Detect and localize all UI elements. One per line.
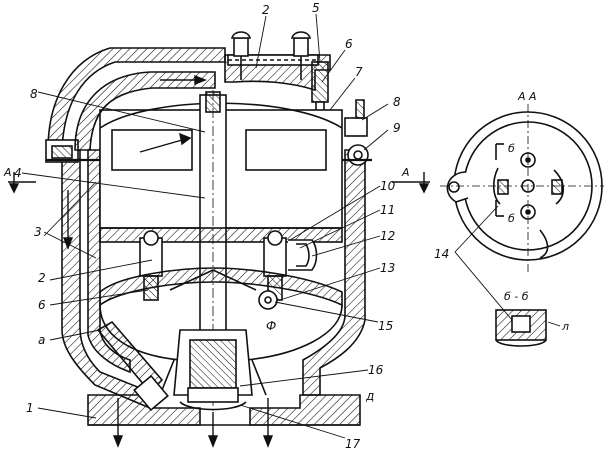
diagonal-duct (96, 320, 164, 394)
section-mark-b-lower: б (508, 212, 515, 225)
top-bolt-right (290, 31, 312, 80)
callout-13: 13 (380, 261, 395, 275)
callout-8-right: 8 (393, 95, 401, 109)
base-flange-right (249, 394, 361, 426)
callout-4: 4 (14, 166, 22, 180)
top-bolt-left (230, 31, 252, 80)
callout-12: 12 (380, 229, 395, 243)
flow-arrows (62, 74, 274, 448)
section-mark-l: л (561, 320, 569, 333)
callout-8-left: 8 (30, 87, 38, 101)
section-cut-markers (8, 172, 430, 194)
main-section-view (45, 31, 372, 448)
section-mark-A-right: A (401, 166, 410, 179)
callout-1: 1 (26, 401, 34, 415)
callout-14: 14 (434, 247, 449, 261)
callout-3: 3 (34, 225, 42, 239)
callout-9: 9 (393, 121, 401, 135)
section-mark-A-left: A (3, 166, 12, 179)
callout-6-left: 6 (38, 298, 46, 312)
callout-17: 17 (345, 437, 361, 451)
callout-10: 10 (380, 179, 396, 193)
callout-2-top: 2 (262, 3, 270, 17)
section-AA-view (440, 104, 604, 272)
right-clamp (344, 99, 369, 166)
leader-lines (21, 13, 561, 439)
callout-5: 5 (312, 1, 320, 15)
filter-block (189, 339, 237, 389)
injector-right (263, 230, 287, 301)
section-mark-b-upper: б (508, 142, 515, 155)
left-clamp (45, 139, 79, 163)
section-BB-view (495, 309, 547, 347)
section-title-AA: А А (517, 90, 537, 103)
injector-left (139, 230, 163, 301)
callout-2-left: 2 (38, 271, 46, 285)
callout-d: д (365, 389, 374, 403)
callout-6-top: 6 (345, 37, 353, 51)
callout-phi: Ф (266, 319, 276, 333)
bypass-pipe (74, 71, 216, 151)
callout-16: 16 (368, 363, 384, 377)
callout-15: 15 (378, 319, 393, 333)
callout-a: а (38, 333, 45, 347)
callout-7: 7 (355, 65, 363, 79)
callout-11: 11 (380, 203, 395, 217)
section-title-BB: б - б (504, 290, 529, 303)
callout-labels: 2 5 6 7 8 8 9 4 3 10 11 12 13 15 16 д 17… (3, 1, 569, 451)
